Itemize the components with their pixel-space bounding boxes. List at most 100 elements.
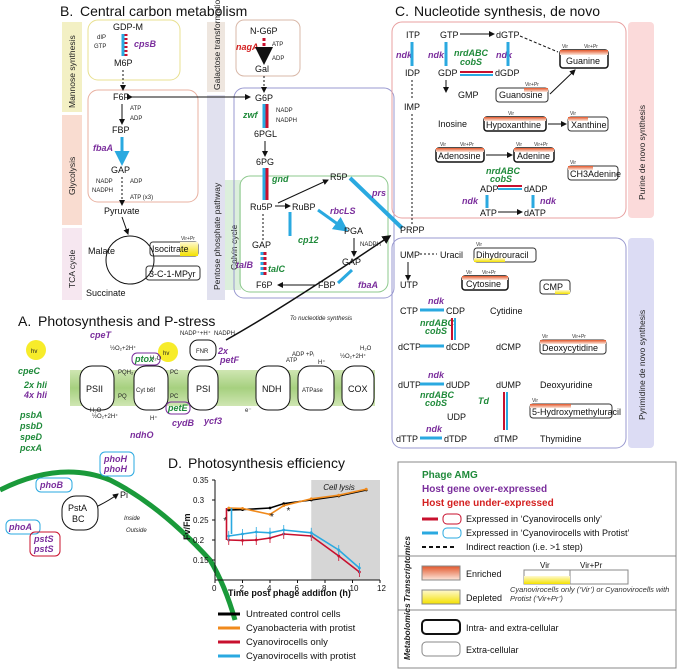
label-cytb6f: Cyt b6f xyxy=(136,388,155,394)
section-c-title: Nucleotide synthesis, de novo xyxy=(414,3,600,19)
gene-gnd: gnd xyxy=(271,174,289,184)
met-gap2: GAP xyxy=(252,240,271,250)
psi-complex xyxy=(187,365,219,411)
phoh-box xyxy=(99,451,135,477)
cof-nadp2: NADP xyxy=(276,108,293,114)
sun-icon-2 xyxy=(158,342,178,362)
met-succinate: Succinate xyxy=(86,288,126,298)
ptox-ring xyxy=(131,352,161,366)
hypoxanthine-enriched xyxy=(484,117,546,121)
met-r5p: R5P xyxy=(330,172,348,182)
met-adenine: Adenine xyxy=(517,151,550,161)
legend-extra: Extra-cellular xyxy=(466,645,519,655)
gene-psba: psbA xyxy=(19,410,43,420)
legend-indirect: Indirect reaction (i.e. >1 step) xyxy=(466,542,583,552)
ch3-vir: Vir xyxy=(570,160,576,166)
legend-vir-fill xyxy=(524,576,570,584)
label-fnr: FNR xyxy=(196,349,209,355)
arrow-rbcls xyxy=(317,208,349,232)
data-point xyxy=(309,531,313,535)
cof-watersplit: ½O₂+2H⁺ xyxy=(110,345,136,352)
met-thymidine: Thymidine xyxy=(540,434,582,444)
glycolysis-band xyxy=(62,115,82,225)
legend-expr-protist: Expressed in ‘Cyanovirocells with Protis… xyxy=(466,528,630,538)
met-cdp: CDP xyxy=(446,306,465,316)
data-point xyxy=(227,534,231,538)
legend-depleted: Depleted xyxy=(466,593,502,603)
legend-depleted-swatch xyxy=(421,589,461,605)
met-deoxyuridine: Deoxyuridine xyxy=(540,380,593,390)
gene-nrdabc-2: nrdABC xyxy=(486,166,520,176)
met-m6p: M6P xyxy=(114,58,133,68)
hypo-vir: Vir xyxy=(508,111,514,117)
gene-ndk-4: ndk xyxy=(462,196,479,206)
data-point xyxy=(364,487,368,491)
gene-sped: speD xyxy=(20,432,43,442)
pyrimidine-box xyxy=(391,237,627,449)
purine-band xyxy=(628,22,654,218)
gene-ndk-1: ndk xyxy=(396,50,413,60)
label-inside: Inside xyxy=(124,516,141,522)
cof-atp3: ATP xyxy=(286,358,297,364)
cof-nadph-h: NADP⁺+H⁺ xyxy=(180,330,211,337)
met-fbp2: FBP xyxy=(318,280,336,290)
gene-cpec: cpeC xyxy=(18,366,41,376)
met-datp: dATP xyxy=(524,208,546,218)
met-guanosine: Guanosine xyxy=(499,90,543,100)
pyrimidine-band xyxy=(628,238,654,448)
phob-box xyxy=(35,477,73,493)
cof-hplus2: H⁺ xyxy=(150,415,158,422)
met-gap: GAP xyxy=(111,165,130,175)
cof-watersplit2: ½O₂+2H⁺ xyxy=(92,413,118,420)
met-ch3adenine: CH3Adenine xyxy=(570,169,621,179)
arrow-dgtp-guanine xyxy=(519,35,559,53)
cof-atp1: ATP xyxy=(130,106,141,112)
guanine-virpr: Vir+Pr xyxy=(584,44,598,50)
legend-expr-only: Expressed in ‘Cyanovirocells only’ xyxy=(466,514,602,524)
cyt-virpr: Vir+Pr xyxy=(482,270,496,276)
met-6pgl: 6PGL xyxy=(254,129,277,139)
calvin-box xyxy=(239,175,389,293)
met-adenosine: Adenosine xyxy=(438,151,481,161)
data-point xyxy=(268,531,272,535)
x-tick-label: 4 xyxy=(267,584,272,593)
label-purine: Purine de novo synthesis xyxy=(637,105,647,200)
data-point xyxy=(227,506,231,510)
cof-adp2: ADP xyxy=(130,179,142,185)
gene-nrdabc-4: nrdABC xyxy=(420,390,454,400)
label-psii: PSII xyxy=(86,384,103,394)
gene-hli1: 2x hli xyxy=(23,380,48,390)
section-b-letter: B. xyxy=(60,3,73,19)
legend-host-under: Host gene under-expressed xyxy=(422,498,554,509)
met-dadp: dADP xyxy=(524,184,548,194)
galactose-box xyxy=(235,19,301,77)
tca-band xyxy=(62,228,82,300)
label-bc: BC xyxy=(72,514,85,524)
guanine-vir: Vir xyxy=(562,44,568,50)
psii-complex xyxy=(79,365,115,411)
met-fbp: FBP xyxy=(112,125,130,135)
met-uracil: Uracil xyxy=(440,250,463,260)
sun-icon-1 xyxy=(26,340,46,360)
met-gdpm: GDP-M xyxy=(113,22,143,32)
mannose-band xyxy=(62,22,82,112)
data-point xyxy=(268,536,272,540)
label-atpase: ATPase xyxy=(302,388,324,394)
legend-label-3: Cyanovirocells with protist xyxy=(246,651,356,662)
gene-ndk-2: ndk xyxy=(428,50,445,60)
ado-virpr: Vir+Pr xyxy=(460,142,474,148)
gene-ptox: ptox xyxy=(134,354,155,364)
gene-psts2: pstS xyxy=(33,544,54,554)
deoxycytidine-enriched xyxy=(540,340,606,344)
hmu-enriched xyxy=(530,404,571,408)
met-atp: ATP xyxy=(480,208,497,218)
gene-fbaa2: fbaA xyxy=(358,280,378,290)
series-line-2 xyxy=(228,533,360,573)
gene-cydb: cydB xyxy=(172,418,195,428)
guanine-enriched xyxy=(560,50,608,55)
gene-ycf3: ycf3 xyxy=(203,416,222,426)
arrow-guanosine-guanine xyxy=(549,69,576,95)
psts-box xyxy=(29,531,61,557)
